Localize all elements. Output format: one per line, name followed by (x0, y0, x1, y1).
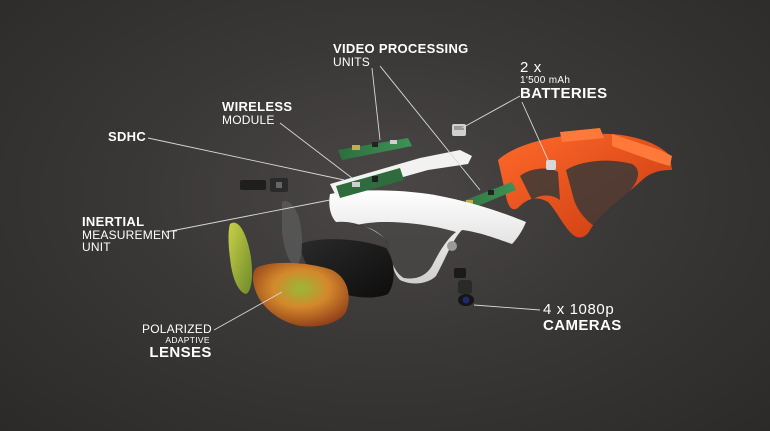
green-lens (228, 222, 253, 294)
label-polarized-line2: ADAPTIVE (165, 334, 210, 345)
battery-icon (452, 124, 466, 136)
callout-line-cameras (473, 304, 541, 311)
camera-module (454, 268, 474, 306)
label-inertial-line3: UNIT (82, 240, 111, 255)
callout-line-batteries-2 (521, 101, 549, 161)
label-inertial-line1: INERTIAL (82, 214, 145, 229)
callout-line-video-2 (379, 65, 481, 191)
label-batteries-line1: 2 x (520, 59, 542, 76)
white-frame (329, 150, 526, 284)
inner-lens-piece (282, 200, 303, 266)
label-cameras-line1: 4 x 1080p (543, 301, 615, 318)
sdhc-card (240, 178, 288, 192)
label-cameras-line2: CAMERAS (543, 316, 622, 334)
label-wireless-line1: WIRELESS (222, 99, 293, 114)
label-polarized-line1: POLARIZED (142, 322, 212, 336)
polarized-lens (253, 262, 349, 327)
label-inertial-line2: MEASUREMENT (82, 227, 178, 242)
label-video-processing-line2: UNITS (333, 54, 370, 69)
label-cameras: 4 x 1080p CAMERAS (543, 302, 622, 334)
label-batteries-line2: 1'500 mAh (520, 74, 571, 86)
battery-icon (546, 160, 556, 170)
label-batteries-line3: BATTERIES (520, 85, 608, 103)
label-video-processing-line1: VIDEO PROCESSING (333, 41, 469, 56)
label-sdhc-line1: SDHC (108, 129, 147, 144)
orange-frame (498, 128, 672, 238)
callout-line-inertial (165, 199, 331, 233)
label-sdhc: SDHC (108, 130, 146, 144)
label-inertial: INERTIAL MEASUREMENT UNIT (82, 215, 178, 254)
label-batteries: 2 x 1'500 mAh BATTERIES (520, 60, 608, 102)
callout-line-wireless (279, 122, 353, 179)
label-video-processing: VIDEO PROCESSING UNITS (333, 42, 469, 68)
callout-line-sdhc (147, 137, 345, 181)
label-polarized: POLARIZED ADAPTIVE LENSES (142, 323, 212, 360)
callout-line-batteries-1 (461, 95, 521, 129)
video-processing-board-left (338, 138, 412, 160)
label-wireless: WIRELESS MODULE (222, 100, 292, 126)
label-polarized-line3: LENSES (149, 343, 212, 361)
callout-line-polarized (213, 291, 283, 331)
callout-line-video-1 (371, 67, 381, 141)
label-wireless-line2: MODULE (222, 112, 275, 127)
